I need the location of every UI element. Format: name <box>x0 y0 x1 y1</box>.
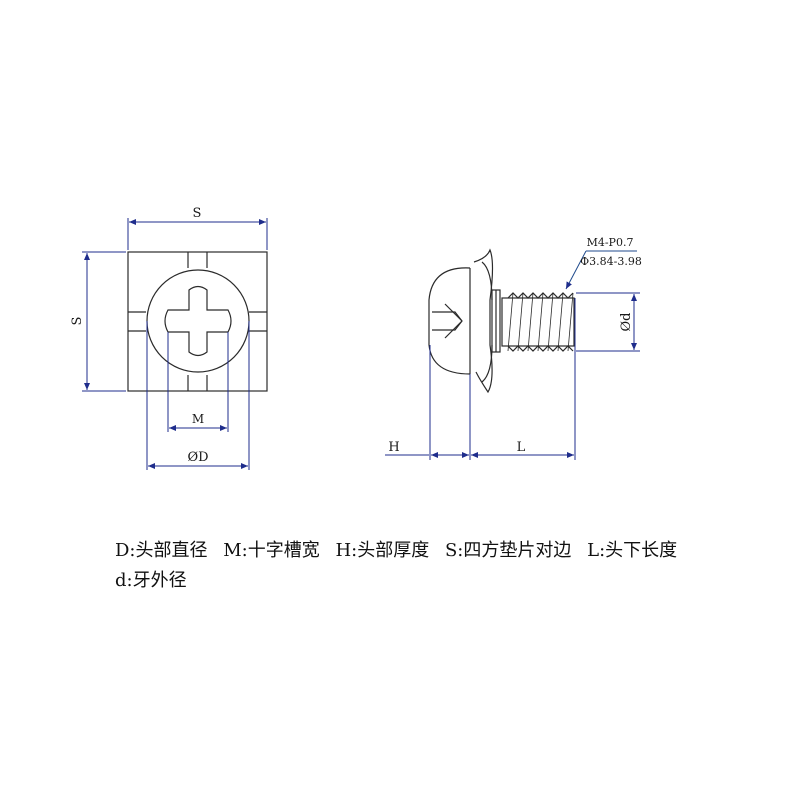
small-d-label: Ød <box>619 313 634 332</box>
square-washer <box>127 251 268 392</box>
front-view <box>127 251 268 392</box>
legend-item-s: S:四方垫片对边 <box>444 540 572 561</box>
d-label: ØD <box>187 450 208 465</box>
legend-line-2: d:牙外径 <box>115 566 795 596</box>
side-view-dimensions <box>385 250 640 460</box>
thread-lines <box>507 292 574 352</box>
thread-body <box>501 297 575 347</box>
screw-head-profile <box>428 267 471 375</box>
thread-spec-leader <box>565 250 587 290</box>
split-washer <box>473 248 494 394</box>
legend-item-d: D:头部直径 <box>115 540 208 561</box>
legend-item-l: L:头下长度 <box>587 540 678 561</box>
screw-head-circle <box>146 269 250 373</box>
thread-top <box>507 292 574 299</box>
l-label: L <box>517 440 526 455</box>
dimension-legend: D:头部直径 M:十字槽宽 H:头部厚度 S:四方垫片对边 L:头下长度 d:牙… <box>115 536 795 596</box>
thread-diameter-label: Φ3.84-3.98 <box>580 255 642 268</box>
side-view <box>428 248 575 394</box>
s-top-label: S <box>193 206 202 221</box>
head-recess <box>432 311 463 331</box>
legend-line-1: D:头部直径 M:十字槽宽 H:头部厚度 S:四方垫片对边 L:头下长度 <box>115 536 795 566</box>
legend-item-h: H:头部厚度 <box>335 540 430 561</box>
m-label: M <box>192 412 204 426</box>
phillips-recess <box>164 285 232 357</box>
legend-item-small-d: d:牙外径 <box>115 570 187 591</box>
washer-slots <box>128 252 267 391</box>
h-label: H <box>388 440 399 455</box>
s-side-label: S <box>70 317 85 326</box>
front-view-dimensions <box>82 218 268 470</box>
thread-spec-label: M4-P0.7 <box>587 236 634 249</box>
legend-item-m: M:十字槽宽 <box>223 540 320 561</box>
thread-bottom <box>507 345 574 352</box>
